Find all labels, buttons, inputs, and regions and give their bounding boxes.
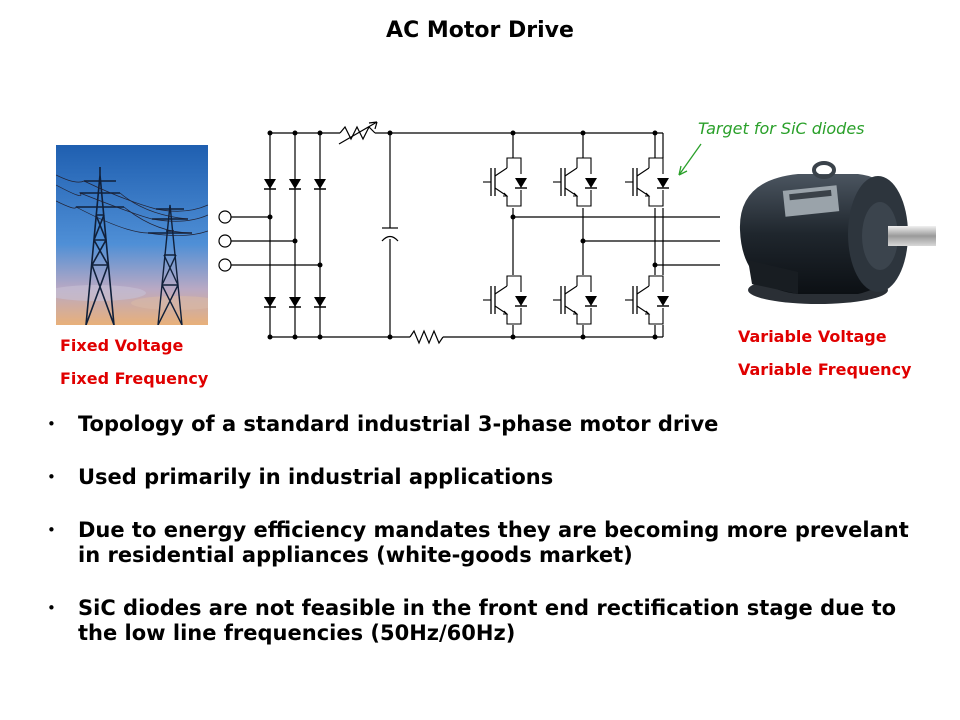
bullet-list: • Topology of a standard industrial 3-pha…: [44, 412, 924, 674]
sic-target-annotation: Target for SiC diodes: [698, 119, 865, 138]
bullet-icon: •: [47, 521, 56, 539]
bullet-text: Topology of a standard industrial 3-phas…: [78, 412, 719, 436]
bullet-text: SiC diodes are not feasible in the front…: [78, 596, 897, 645]
bullet-item: • Used primarily in industrial applicatio…: [44, 465, 924, 490]
bullet-item: • Topology of a standard industrial 3-pha…: [44, 412, 924, 437]
fixed-frequency-label: Fixed Frequency: [60, 369, 209, 388]
electric-motor-image: [739, 161, 936, 304]
bullet-text: Used primarily in industrial application…: [78, 465, 554, 489]
power-lines-photo: [56, 145, 208, 325]
bullet-item: • Due to energy efficiency mandates they …: [44, 518, 924, 568]
bullet-icon: •: [47, 468, 56, 486]
motor-drive-schematic: [218, 121, 720, 345]
slide-title: AC Motor Drive: [386, 18, 574, 43]
bullet-icon: •: [47, 415, 56, 433]
variable-voltage-label: Variable Voltage: [738, 327, 887, 346]
bullet-item: • SiC diodes are not feasible in the fron…: [44, 596, 924, 646]
variable-frequency-label: Variable Frequency: [738, 360, 912, 379]
fixed-voltage-label: Fixed Voltage: [60, 336, 184, 355]
bullet-text: Due to energy efficiency mandates they a…: [78, 518, 909, 567]
bullet-icon: •: [47, 599, 56, 617]
